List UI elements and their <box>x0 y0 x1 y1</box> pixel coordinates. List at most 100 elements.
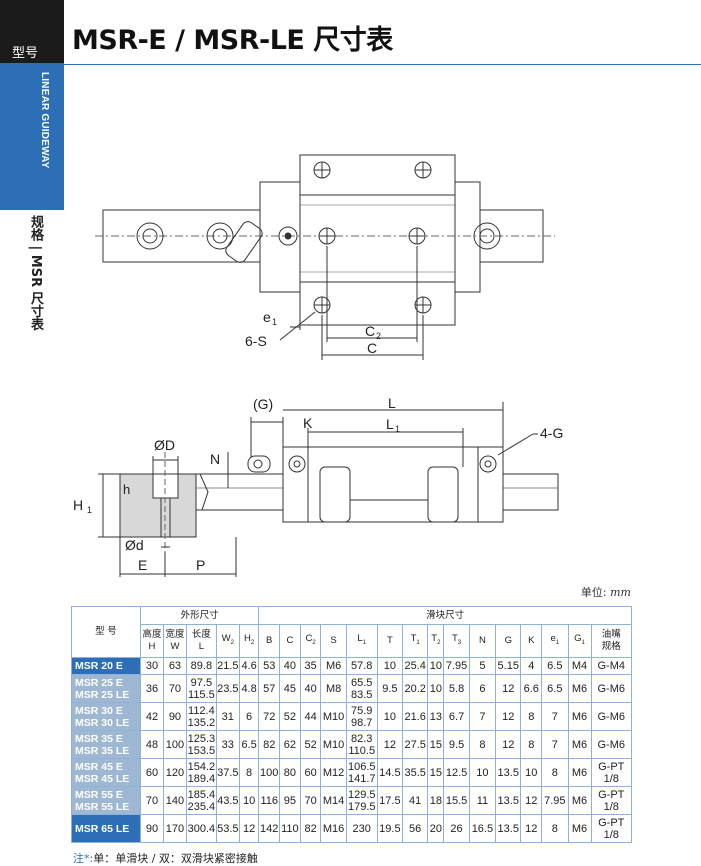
cell-g: 13.5 <box>495 814 522 843</box>
cell-l1: 57.8 <box>345 657 378 675</box>
cell-t3: 7.95 <box>443 657 470 675</box>
cell-n: 6 <box>468 674 497 703</box>
sidebar-category-label: LINEAR GUIDEWAY <box>39 72 50 169</box>
column-header: C <box>279 624 301 658</box>
cell-w: 70 <box>162 674 187 703</box>
cell-w: 140 <box>162 786 187 815</box>
cell-t: 17.5 <box>376 786 404 815</box>
cell-h: 60 <box>139 758 164 787</box>
column-header: T1 <box>402 624 429 658</box>
footnote: 注*:单：单滑块 / 双：双滑块紧密接触 <box>73 852 258 865</box>
cell-t2: 20 <box>427 814 445 843</box>
svg-text:2: 2 <box>376 331 381 341</box>
cell-t: 14.5 <box>376 758 404 787</box>
cell-g: 12 <box>495 674 522 703</box>
header-label-box <box>0 0 64 63</box>
page-title: MSR-E / MSR-LE 尺寸表 <box>72 25 393 56</box>
cell-t1: 56 <box>402 814 429 843</box>
cell-w2: 53.5 <box>215 814 240 843</box>
dim-e1: e <box>263 309 271 325</box>
cell-h: 70 <box>139 786 164 815</box>
cell-w2: 21.5 <box>215 657 240 675</box>
dim-g1: 4-G <box>540 425 563 441</box>
cell-n: 11 <box>468 786 497 815</box>
cell-c: 52 <box>279 702 301 731</box>
cell-g: 5.15 <box>495 657 522 675</box>
cell-g: 12 <box>495 702 522 731</box>
cell-h: 36 <box>139 674 164 703</box>
cell-h2: 6.5 <box>238 730 260 759</box>
dim-c: C <box>367 340 377 356</box>
dim-l: L <box>388 395 396 411</box>
cell-w2: 23.5 <box>215 674 240 703</box>
cell-s: M10 <box>320 730 347 759</box>
cell-b: 53 <box>258 657 281 675</box>
cell-b: 142 <box>258 814 281 843</box>
cell-h: 90 <box>139 814 164 843</box>
cell-t3: 12.5 <box>443 758 470 787</box>
cell-k: 8 <box>520 702 543 731</box>
cell-c2: 52 <box>299 730 322 759</box>
cell-t3: 5.8 <box>443 674 470 703</box>
cell-c2: 60 <box>299 758 322 787</box>
column-header: H2 <box>238 624 260 658</box>
cell-h: 48 <box>139 730 164 759</box>
cell-t1: 20.2 <box>402 674 429 703</box>
svg-text:1: 1 <box>395 424 400 434</box>
cell-t1: 41 <box>402 786 429 815</box>
cell-l: 89.8 <box>185 657 217 675</box>
column-header: e1 <box>541 624 569 658</box>
cell-n: 7 <box>468 702 497 731</box>
cell-g: 13.5 <box>495 786 522 815</box>
column-header: T3 <box>443 624 470 658</box>
cell-b: 57 <box>258 674 281 703</box>
title-rule <box>64 64 701 65</box>
cell-g: 12 <box>495 730 522 759</box>
cell-t2: 13 <box>427 702 445 731</box>
dim-d-small: Ød <box>125 537 144 553</box>
cell-c2: 44 <box>299 702 322 731</box>
cell-c: 95 <box>279 786 301 815</box>
dim-p: P <box>196 557 205 573</box>
cell-t2: 10 <box>427 674 445 703</box>
svg-text:1: 1 <box>87 505 92 515</box>
cell-c2: 40 <box>299 674 322 703</box>
cell-t: 9.5 <box>376 674 404 703</box>
cell-s: M6 <box>320 657 347 675</box>
dim-k: K <box>303 415 313 431</box>
column-header: W2 <box>215 624 240 658</box>
cell-t1: 21.6 <box>402 702 429 731</box>
column-header: C2 <box>299 624 322 658</box>
column-header: B <box>258 624 281 658</box>
cell-b: 116 <box>258 786 281 815</box>
cell-l1: 230 <box>345 814 378 843</box>
column-header: G <box>495 624 522 658</box>
dim-e: E <box>138 557 147 573</box>
cell-n: 10 <box>468 758 497 787</box>
cell-t1: 27.5 <box>402 730 429 759</box>
cell-h2: 4.8 <box>238 674 260 703</box>
column-header: T <box>376 624 404 658</box>
cell-c2: 82 <box>299 814 322 843</box>
cell-c2: 70 <box>299 786 322 815</box>
column-header: G1 <box>567 624 592 658</box>
cell-h2: 12 <box>238 814 260 843</box>
cell-n: 8 <box>468 730 497 759</box>
cell-t2: 18 <box>427 786 445 815</box>
cell-w: 63 <box>162 657 187 675</box>
cell-k: 8 <box>520 730 543 759</box>
cell-w: 90 <box>162 702 187 731</box>
